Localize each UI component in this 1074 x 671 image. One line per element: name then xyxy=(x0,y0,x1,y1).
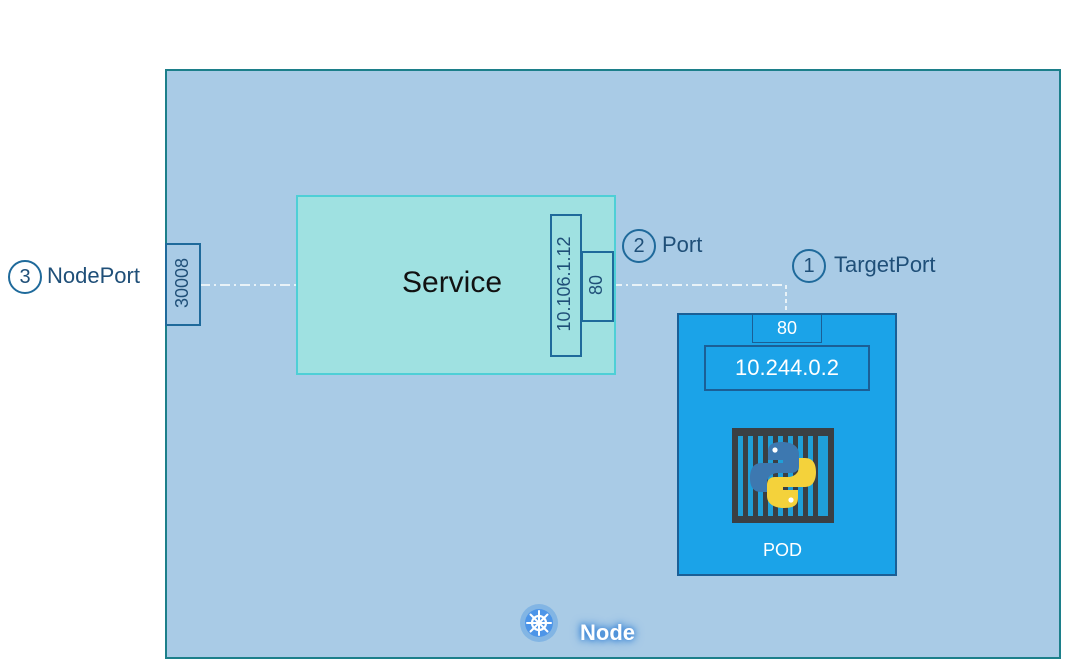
kubernetes-helm-icon xyxy=(520,604,558,642)
pod-target-port: 80 xyxy=(752,313,822,343)
pod-label: POD xyxy=(763,540,803,560)
python-logo-icon xyxy=(750,442,816,508)
pod-ip: 10.244.0.2 xyxy=(704,345,870,391)
port-number-circle: 2 xyxy=(622,229,656,263)
service-cluster-ip: 10.106.1.12 xyxy=(554,236,574,332)
nodeport-value: 30008 xyxy=(172,257,192,309)
service-port: 80 xyxy=(586,274,606,296)
service-label: Service xyxy=(402,266,503,299)
python-container-icon xyxy=(732,428,834,523)
nodeport-box xyxy=(165,243,201,326)
service-port-box xyxy=(581,251,614,322)
nodeport-number-circle: 3 xyxy=(8,260,42,294)
nodeport-annotation: NodePort xyxy=(47,263,140,288)
service-box xyxy=(296,195,616,375)
targetport-number-circle: 1 xyxy=(792,249,826,283)
port-annotation: Port xyxy=(662,232,703,257)
targetport-annotation: TargetPort xyxy=(834,252,936,277)
node-label: Node xyxy=(580,620,635,645)
